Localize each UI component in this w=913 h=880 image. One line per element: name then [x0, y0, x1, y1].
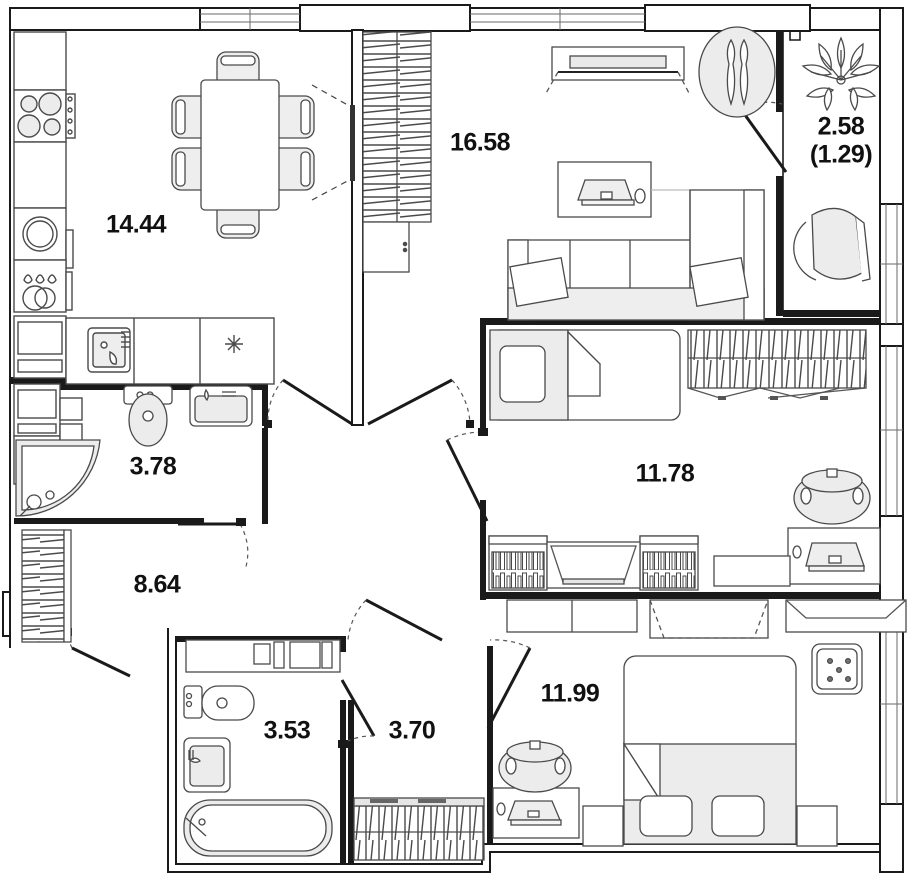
tv-icon [544, 46, 691, 96]
countertop [13, 141, 67, 209]
bathroom-lower-fixtures [183, 639, 341, 857]
upper-wardrobe-row [506, 599, 907, 639]
double-bed-icon [622, 655, 797, 845]
kitchen-sink-icon [87, 327, 131, 373]
door-corridor[interactable] [347, 598, 443, 642]
living-fixtures [362, 26, 776, 321]
round-rug-icon [698, 26, 776, 118]
single-bed-icon [489, 329, 681, 421]
hob-mark-icon [225, 335, 243, 353]
laptop-desk-icon [492, 787, 580, 839]
bookshelf-icon [488, 535, 699, 591]
door-entry[interactable] [62, 628, 131, 678]
dining-set [171, 51, 315, 239]
door-kitchen[interactable] [264, 378, 353, 428]
dishwasher-icon [13, 259, 73, 313]
wall-art-icon [811, 643, 863, 695]
balcony-enclosure [782, 30, 801, 310]
cooktop-icon [13, 89, 76, 143]
wardrobe-icon [687, 329, 867, 400]
wardrobe-icon [21, 529, 72, 643]
exterior-walls [9, 4, 904, 32]
wardrobe-icon [353, 797, 485, 861]
plant-icon [793, 468, 871, 525]
laptop-desk-icon [557, 161, 690, 218]
upper-cabinets [13, 31, 67, 91]
hall-fixtures [21, 529, 72, 643]
bathtub-icon [183, 799, 333, 857]
pillow-icon [639, 795, 765, 837]
door-bedroom-mid[interactable] [445, 428, 489, 522]
pillow-icon [499, 345, 546, 403]
desk-icon [546, 541, 641, 589]
bathroom-upper-fixtures [15, 385, 253, 517]
plant-icon [801, 36, 881, 112]
toilet-icon [123, 385, 173, 447]
hood-projection [311, 84, 354, 201]
bedroom-mid-fixtures [488, 329, 881, 591]
wardrobe-icon [362, 31, 432, 273]
refrigerator-icon [13, 315, 67, 379]
door-bedroom-master[interactable] [486, 639, 532, 729]
washbasin-icon [183, 737, 231, 793]
dining-table [200, 79, 280, 211]
balcony-fixtures [793, 36, 881, 282]
door-living[interactable] [367, 378, 474, 428]
sofa-icon [507, 189, 765, 321]
toilet-icon [183, 685, 255, 721]
right-exterior-wall [879, 7, 904, 873]
left-exterior-wall [2, 8, 11, 648]
corner-shower-icon [15, 439, 101, 517]
nightstand-icon [582, 805, 838, 847]
hood-front [350, 105, 355, 181]
washing-machine-icon [13, 207, 74, 269]
cushion-icon [509, 257, 749, 307]
door-bathroom-upper[interactable] [178, 518, 249, 571]
cabinet-icon [185, 639, 341, 673]
bedroom-master-fixtures [492, 599, 907, 847]
plant-icon [498, 740, 572, 793]
armchair-icon [793, 207, 871, 282]
corridor-fixtures [353, 797, 485, 861]
washbasin-icon [189, 385, 253, 427]
laptop-desk-icon [713, 527, 881, 587]
door-bathroom-lower[interactable] [338, 679, 376, 748]
